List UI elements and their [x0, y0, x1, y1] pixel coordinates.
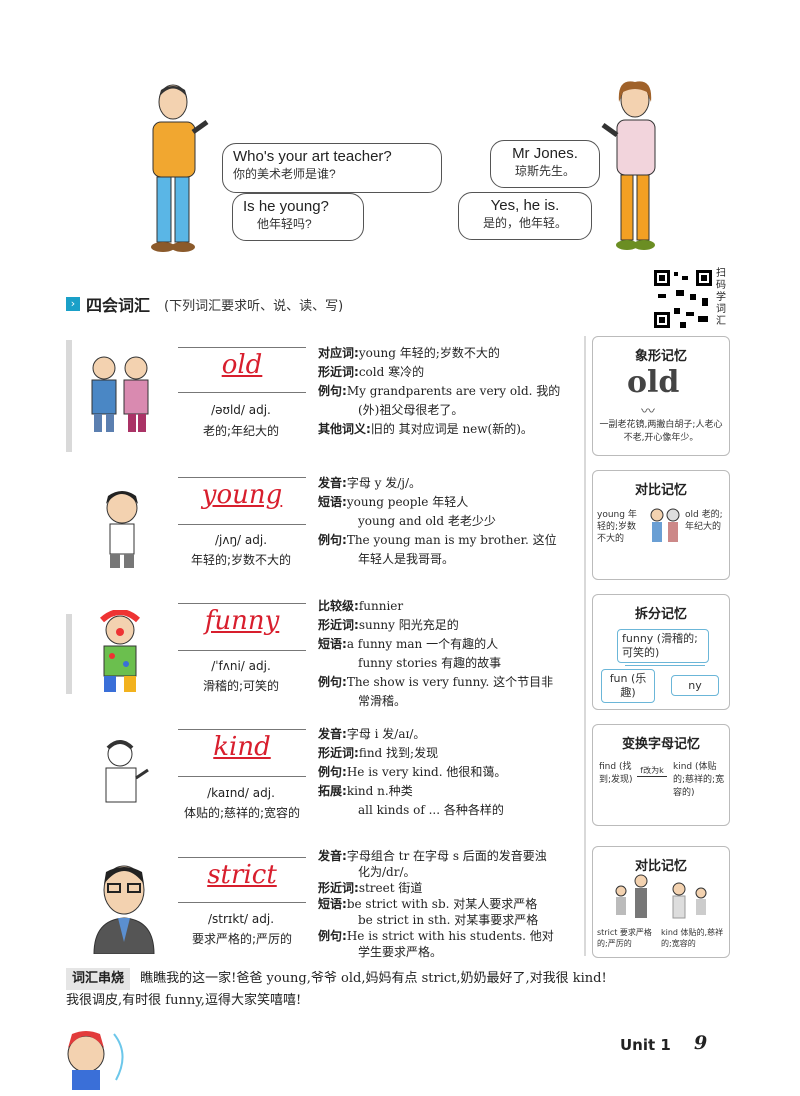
qr-caption: 扫码学词汇: [716, 268, 726, 327]
word-line-top-young: [178, 477, 306, 478]
phonetic-old: /əʊld/ adj.: [211, 403, 271, 417]
mustache-icon: 〰: [641, 404, 655, 420]
meaning-strict: 要求严格的;严厉的: [191, 932, 293, 946]
clown-illustration: [84, 609, 156, 694]
memo-title-young: 对比记忆: [634, 483, 687, 498]
memo-top-funny: funny (滑稽的;可笑的): [617, 629, 709, 663]
word-line-bottom-strict: [178, 902, 306, 903]
memo-title-funny: 拆分记忆: [634, 607, 687, 622]
footer-unit: Unit 1: [620, 1036, 671, 1054]
dialog-a2-cn: 是的，他年轻。: [482, 216, 567, 230]
vocab-chain: 词汇串烧 瞧瞧我的这一家!爸爸 young,爷爷 old,妈妈有点 strict…: [66, 968, 746, 1012]
boy-illustration: [135, 82, 215, 257]
row-bracket-funny: [66, 614, 72, 694]
memo-young: 对比记忆 young 年轻的;岁数不大的 old 老的;年纪大的: [592, 470, 730, 580]
dialog-a2-en: Yes, he is.: [490, 197, 560, 214]
word-line-bottom-young: [178, 524, 306, 525]
word-funny: funny: [204, 606, 280, 636]
meaning-old: 老的;年纪大的: [202, 424, 280, 438]
chevron-right-icon: ›: [66, 297, 80, 311]
page-number: 9: [694, 1032, 708, 1054]
memo-part-a-funny: fun (乐趣): [601, 669, 655, 703]
meaning-young: 年轻的;岁数不大的: [190, 553, 292, 567]
phonetic-kind: /kaɪnd/ adj.: [207, 786, 275, 800]
dialog-q2-en: Is he young?: [243, 198, 329, 215]
speech-bubble-answer-2: Yes, he is. 是的，他年轻。: [458, 192, 592, 240]
memo-right-kind: kind (体贴的;慈祥的;宽容的): [673, 762, 725, 798]
word-line-top-funny: [178, 603, 306, 604]
word-line-bottom-old: [178, 392, 306, 393]
meaning-kind: 体贴的;慈祥的;宽容的: [183, 806, 301, 820]
strict-teacher-illustration: [84, 862, 164, 955]
details-funny: 比较级:funnier 形近词:sunny 阳光充足的 短语:a funny m…: [318, 599, 554, 708]
phonetic-funny: /ˈfʌni/ adj.: [211, 659, 271, 673]
memo-right-strict: kind 体贴的,慈祥的;宽容的: [661, 928, 724, 948]
memo-title-old: 象形记忆: [634, 349, 687, 364]
kind-man-illustration: [92, 738, 152, 808]
word-line-top-strict: [178, 857, 306, 858]
details-kind: 发音:字母 i 发/aɪ/。 形近词:find 找到;发现 例句:He is v…: [318, 727, 507, 817]
memo-part-b-funny: ny: [671, 675, 719, 696]
memo-left-kind: find (找到;发现): [599, 762, 633, 785]
section-note: (下列词汇要求听、说、读、写): [164, 298, 344, 314]
dialog-a1-cn: 琼斯先生。: [514, 164, 575, 178]
speech-bubble-answer-1: Mr Jones. 琼斯先生。: [490, 140, 600, 188]
memo-connector-funny: [625, 665, 705, 676]
strict-kind-people-icon: [607, 873, 717, 923]
speech-bubble-question-2: Is he young? 他年轻吗?: [232, 193, 364, 241]
vocab-chain-line-1: 瞧瞧我的这一家!爸爸 young,爷爷 old,妈妈有点 strict,奶奶最好…: [140, 971, 607, 986]
memo-divider: [584, 336, 586, 956]
dialog-q2-cn: 他年轻吗?: [257, 217, 312, 231]
word-kind: kind: [213, 732, 271, 762]
memo-strict: 对比记忆 strict 要求严格的;严厉的 kind 体贴的,慈祥的;宽容的: [592, 846, 730, 958]
memo-left-young: young 年轻的;岁数不大的: [597, 510, 637, 544]
word-line-top-kind: [178, 729, 306, 730]
memo-title-strict: 对比记忆: [634, 859, 687, 874]
details-strict: 发音:字母组合 tr 在字母 s 后面的发音要浊 化为/dr/。 形近词:str…: [318, 849, 554, 959]
vocab-chain-label: 词汇串烧: [66, 968, 131, 990]
dialog-q1-en: Who's your art teacher?: [233, 148, 392, 165]
word-line-bottom-kind: [178, 776, 306, 777]
meaning-funny: 滑稽的;可笑的: [202, 679, 280, 693]
dialog-a1-en: Mr Jones.: [512, 145, 578, 162]
word-young: young: [201, 480, 283, 510]
memo-funny: 拆分记忆 funny (滑稽的;可笑的) fun (乐趣) ny: [592, 594, 730, 710]
young-man-illustration: [92, 488, 152, 570]
memo-text-old: 一副老花镜,两撇白胡子;人老心不老,开心像年少。: [599, 420, 723, 443]
dialog-q1-cn: 你的美术老师是谁?: [233, 167, 336, 181]
section-title: 四会词汇: [86, 296, 151, 315]
word-strict: strict: [207, 860, 277, 890]
memo-title-kind: 变换字母记忆: [621, 737, 700, 752]
details-old: 对应词:young 年轻的;岁数不大的 形近词:cold 寒冷的 例句:My g…: [318, 346, 561, 436]
row-bracket-old: [66, 340, 72, 452]
mascot-illustration: [54, 1024, 134, 1090]
word-line-top-old: [178, 347, 306, 348]
details-young: 发音:字母 y 发/j/。 短语:young people 年轻人 young …: [318, 476, 557, 566]
memo-kind: 变换字母记忆 find (找到;发现) f改为k kind (体贴的;慈祥的;宽…: [592, 724, 730, 826]
old-couple-illustration: [80, 352, 162, 434]
crossing-people-icon: [647, 505, 683, 555]
memo-word-old: old: [627, 365, 680, 400]
memo-right-young: old 老的;年纪大的: [685, 510, 723, 532]
word-line-bottom-funny: [178, 650, 306, 651]
phonetic-strict: /strɪkt/ adj.: [207, 912, 275, 926]
vocab-chain-line-2: 我很调皮,有时很 funny,逗得大家笑嘻嘻!: [66, 993, 302, 1008]
speech-bubble-question-1: Who's your art teacher? 你的美术老师是谁?: [222, 143, 442, 193]
girl-illustration: [595, 80, 675, 255]
memo-arrow-kind: f改为k: [637, 765, 667, 777]
section-header: › 四会词汇 (下列词汇要求听、说、读、写): [66, 294, 344, 315]
phonetic-young: /jʌŋ/ adj.: [214, 533, 268, 547]
memo-old: 象形记忆 old 〰 一副老花镜,两撇白胡子;人老心不老,开心像年少。: [592, 336, 730, 456]
word-old: old: [221, 350, 263, 380]
memo-left-strict: strict 要求严格的;严厉的: [597, 928, 652, 948]
qr-code[interactable]: [652, 268, 714, 330]
